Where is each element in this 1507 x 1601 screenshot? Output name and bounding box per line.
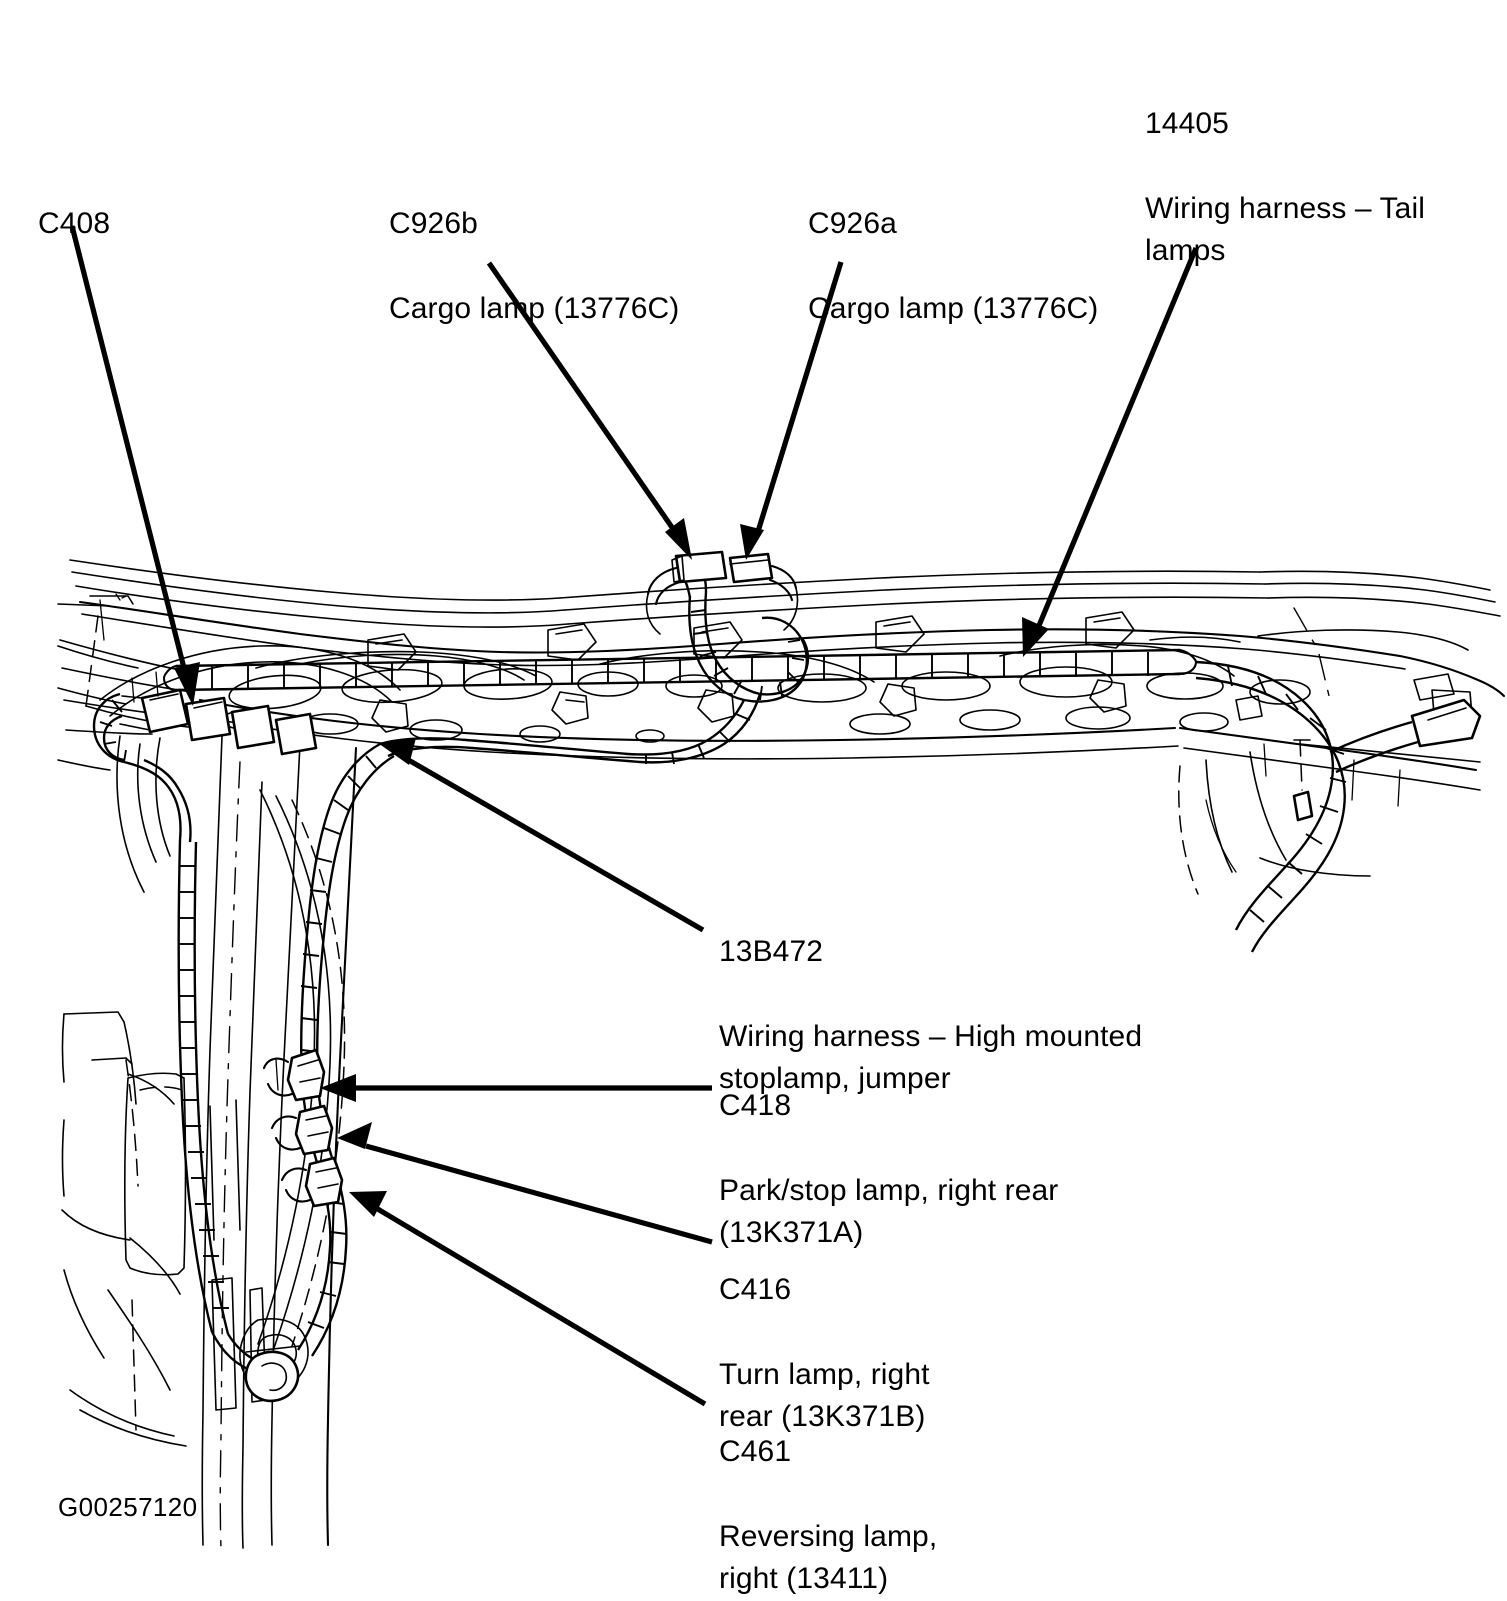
callout-c926a-desc: Cargo lamp (13776C) [808,291,1099,325]
callout-c926b: C926b Cargo lamp (13776C) [389,160,679,373]
figure-id-label: G00257120 [58,1492,198,1522]
callout-c461: C461 Reversing lamp, right (13411) [719,1388,969,1601]
callout-leaders [69,225,1199,1407]
cargo-lamp-connectors [645,550,799,635]
left-sill-lines [57,645,139,771]
callout-13b472: 13B472 Wiring harness – High mounted sto… [719,888,1209,1144]
leader-c408 [69,225,200,706]
callout-c416-ref: C416 [719,1272,792,1306]
callout-c416-desc: Turn lamp, right rear (13K371B) [719,1357,930,1434]
leader-c416 [337,1122,713,1245]
left-quarter-panel [57,603,401,893]
leader-13b472 [378,738,705,933]
right-side-detail [1149,636,1455,873]
callout-14405: 14405 Wiring harness – Tail lamps [1145,60,1475,316]
callout-13b472-desc: Wiring harness – High mounted stoplamp, … [719,1019,1143,1096]
callout-c408-ref: C408 [38,206,111,240]
roof-rail-lines [69,559,1501,628]
callout-c408: C408 [38,160,110,288]
callout-c926a-ref: C926a [808,206,897,240]
c408-connector-group [92,671,318,1403]
callout-14405-ref: 14405 [1145,106,1229,140]
callout-c418: C418 Park/stop lamp, right rear (13K371A… [719,1042,1139,1298]
callout-14405-desc: Wiring harness – Tail lamps [1145,191,1425,268]
leader-c926b [486,261,692,560]
callout-c461-desc: Reversing lamp, right (13411) [719,1519,938,1596]
leader-c461 [349,1191,707,1407]
callout-c418-ref: C418 [719,1088,792,1122]
leader-c926a [740,261,844,560]
leader-c418 [320,1074,712,1102]
callout-c926b-ref: C926b [389,206,478,240]
callout-c416: C416 Turn lamp, right rear (13K371B) [719,1226,969,1482]
left-lower-panel [61,1011,187,1447]
leader-14405 [1022,247,1199,657]
callout-13b472-ref: 13B472 [719,934,824,968]
callout-c926a: C926a Cargo lamp (13776C) [808,160,1098,373]
rear-pillar [201,735,358,1549]
lamp-connectors [262,1048,344,1208]
harness-14405-main-run [162,648,1482,953]
callout-c926b-desc: Cargo lamp (13776C) [389,291,680,325]
callout-c461-ref: C461 [719,1434,792,1468]
right-quarter-panel [1178,607,1481,895]
callout-c418-desc: Park/stop lamp, right rear (13K371A) [719,1173,1059,1250]
